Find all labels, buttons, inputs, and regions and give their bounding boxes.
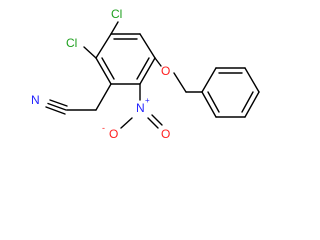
- bond-ring-4: [139, 57, 156, 85]
- nitro-nitrogen-label: N: [136, 101, 145, 115]
- ether-oxygen-label: O: [161, 64, 170, 78]
- bond-ring-5: [139, 33, 156, 59]
- bond-ring-2: [95, 57, 112, 85]
- bond-phenyl-6: [201, 91, 217, 118]
- bond-phenyl-4-inner: [241, 91, 254, 113]
- chlorine-label-left: Cl: [66, 36, 77, 50]
- bond-cn-triple-1: [49, 99, 68, 107]
- bond-ring-1: [95, 33, 112, 59]
- bond-cn-triple-2: [47, 102, 67, 111]
- bond-no-right-1: [147, 117, 159, 129]
- bond-phenyl-3: [244, 67, 260, 93]
- nitro-oxygen-right-label: O: [161, 127, 170, 141]
- nitro-oxygen-left-label: O: [109, 127, 118, 141]
- chemical-structure: Cl Cl N O N + O - O: [31, 7, 260, 141]
- atom-labels: Cl Cl N O N + O - O: [31, 7, 170, 141]
- bond-cl-top: [110, 21, 119, 35]
- bond-o-ch2: [173, 72, 187, 93]
- bond-phenyl-4: [244, 91, 260, 118]
- bond-ring-2-inner: [101, 57, 115, 80]
- chlorine-label-top: Cl: [111, 7, 122, 21]
- bond-phenyl-1: [201, 67, 217, 93]
- bond-ch2: [95, 83, 112, 111]
- bond-ring-4-inner: [136, 57, 150, 80]
- bond-cn-triple-3: [45, 106, 66, 115]
- bond-cl-left: [83, 46, 97, 59]
- nitro-plus-charge: +: [145, 96, 150, 105]
- bonds: [45, 21, 260, 129]
- bond-phenyl-6-inner: [207, 91, 220, 113]
- nitrile-nitrogen-label: N: [31, 93, 40, 107]
- bond-no-left: [120, 117, 133, 129]
- bond-no-right-2: [151, 114, 163, 126]
- nitro-oxygen-left-charge: -: [102, 123, 105, 133]
- bond-ether-o: [154, 57, 162, 67]
